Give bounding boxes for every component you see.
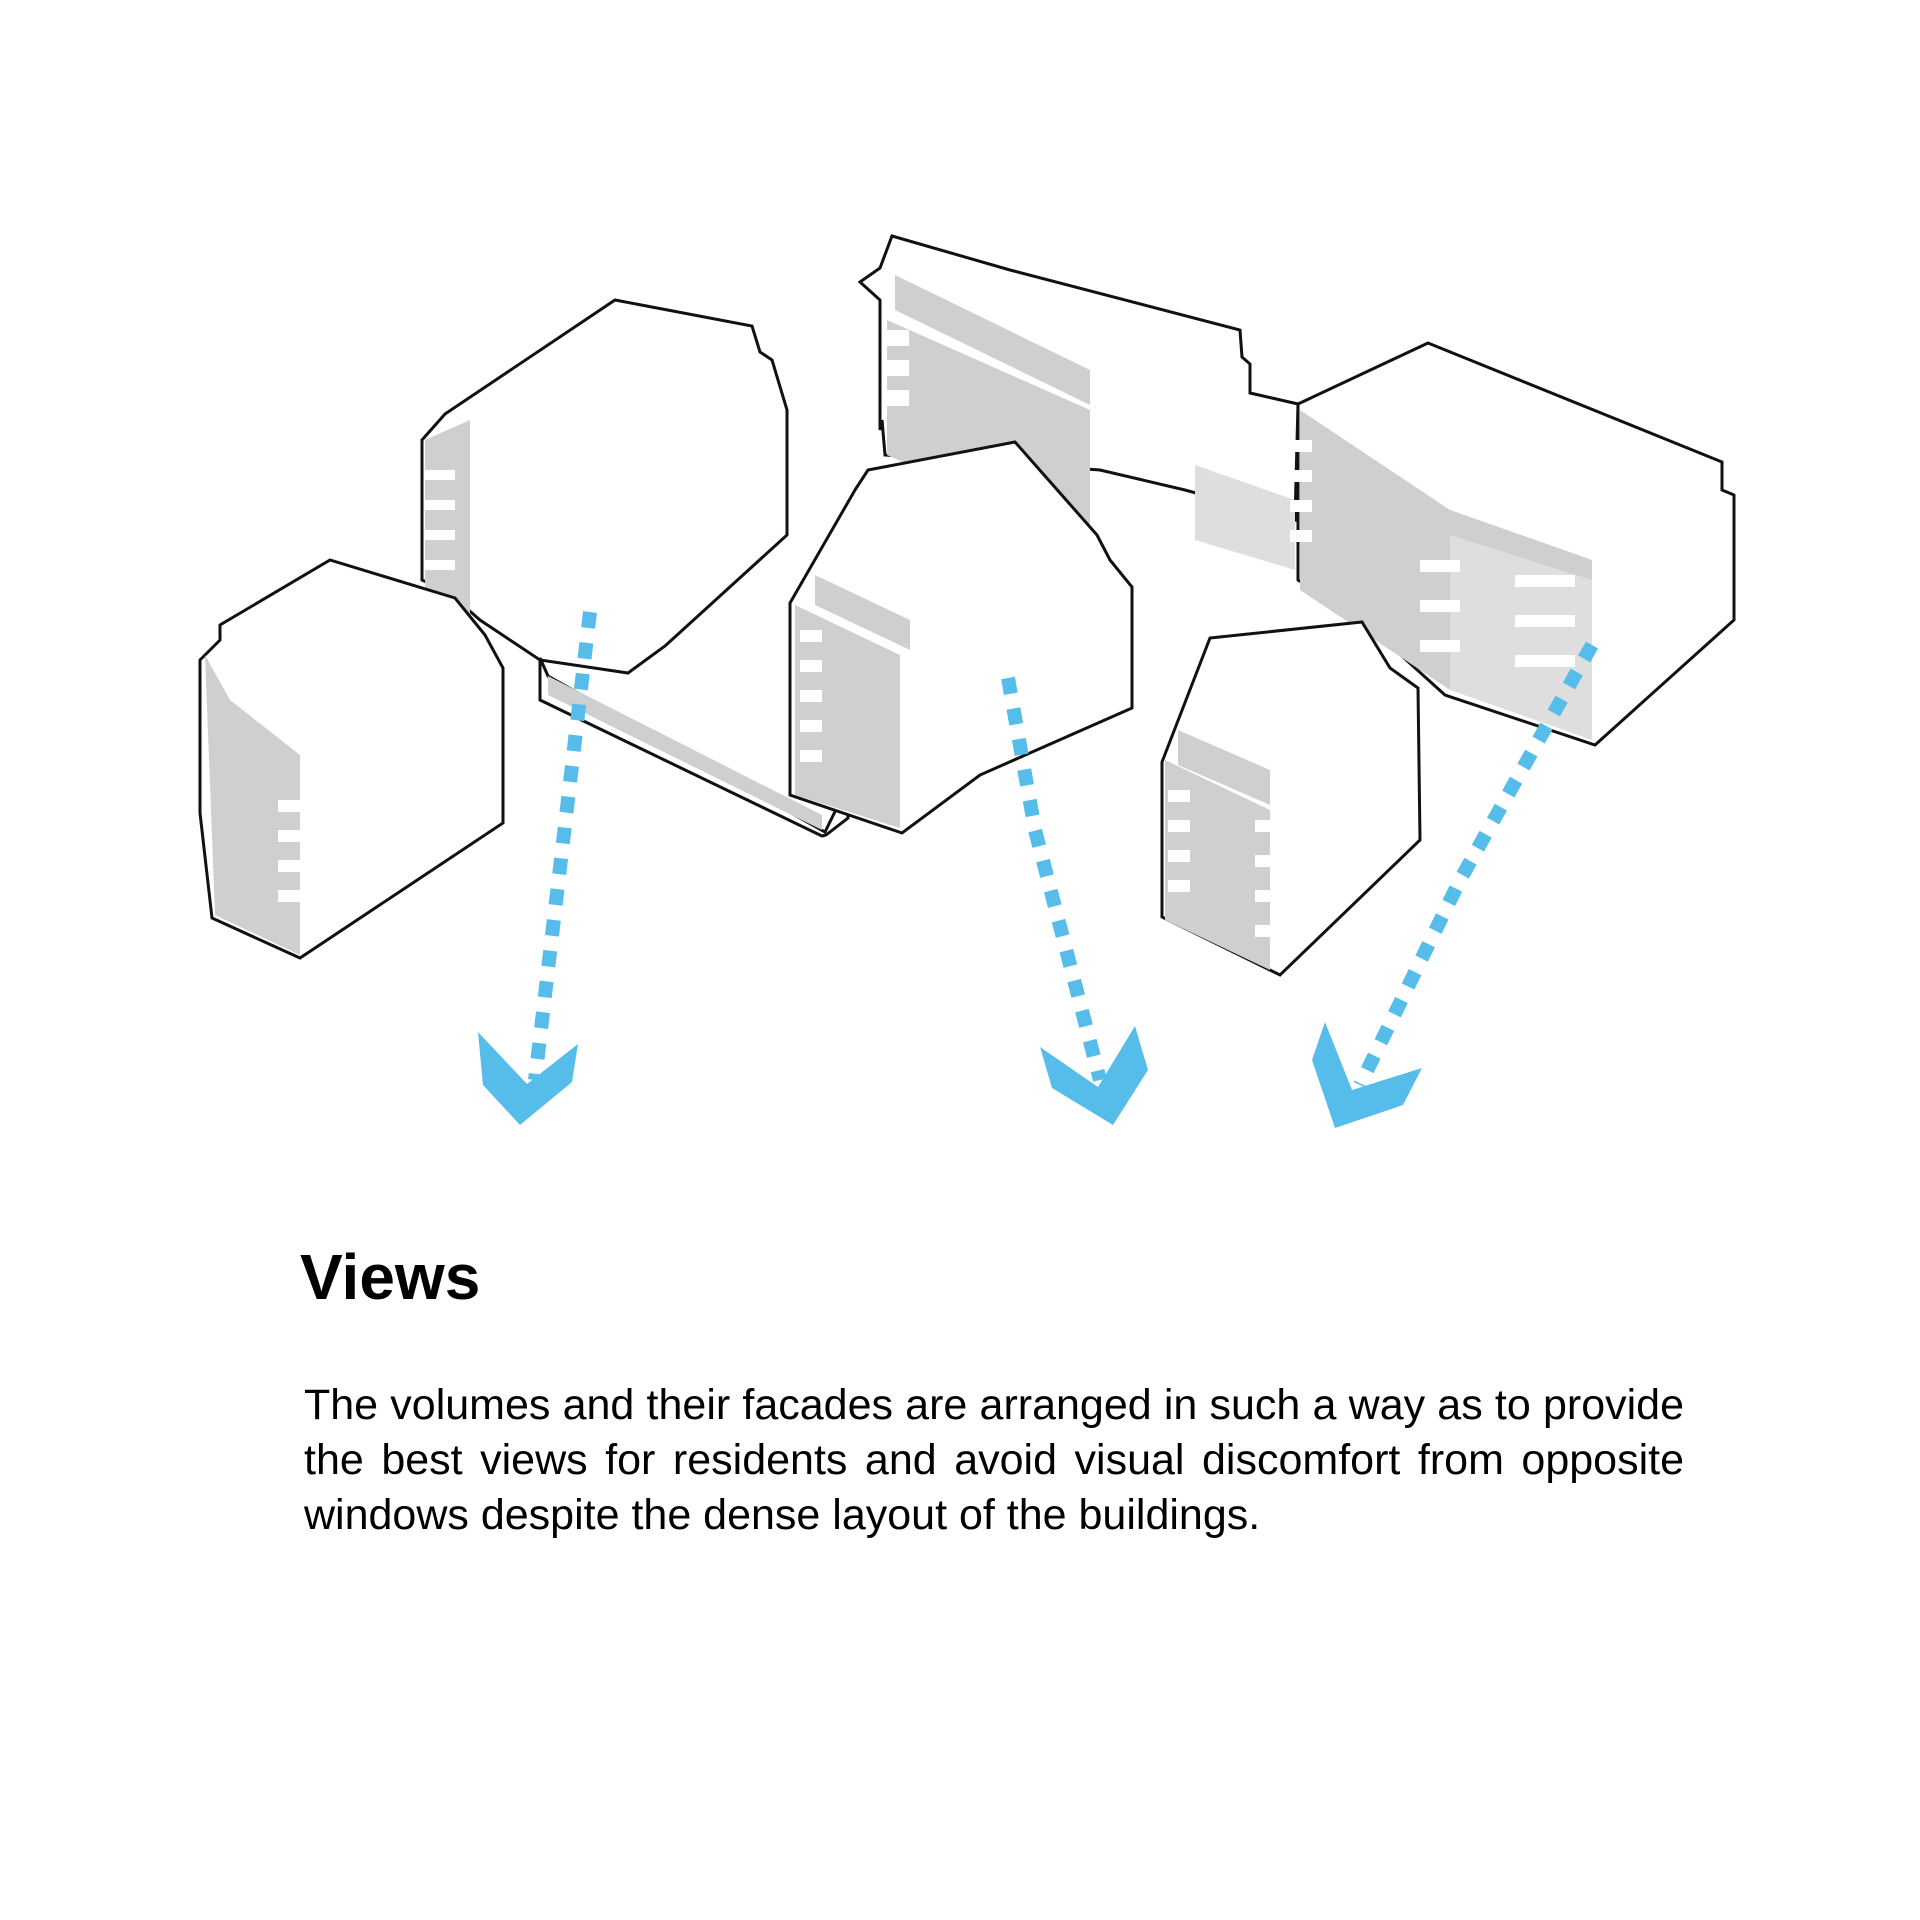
building-front-left [198, 558, 505, 960]
building-front-middle [788, 440, 1134, 835]
building-low-strip [538, 657, 850, 838]
view-arrow-right [1312, 641, 1599, 1128]
building-back-left [420, 298, 789, 675]
building-right [1290, 341, 1736, 747]
view-arrow-middle [1001, 676, 1148, 1125]
view-arrow-left [478, 611, 597, 1125]
diagram-title: Views [300, 1241, 481, 1313]
diagram-description: The volumes and their facades are arrang… [304, 1381, 1684, 1539]
building-front-right [1160, 620, 1422, 977]
